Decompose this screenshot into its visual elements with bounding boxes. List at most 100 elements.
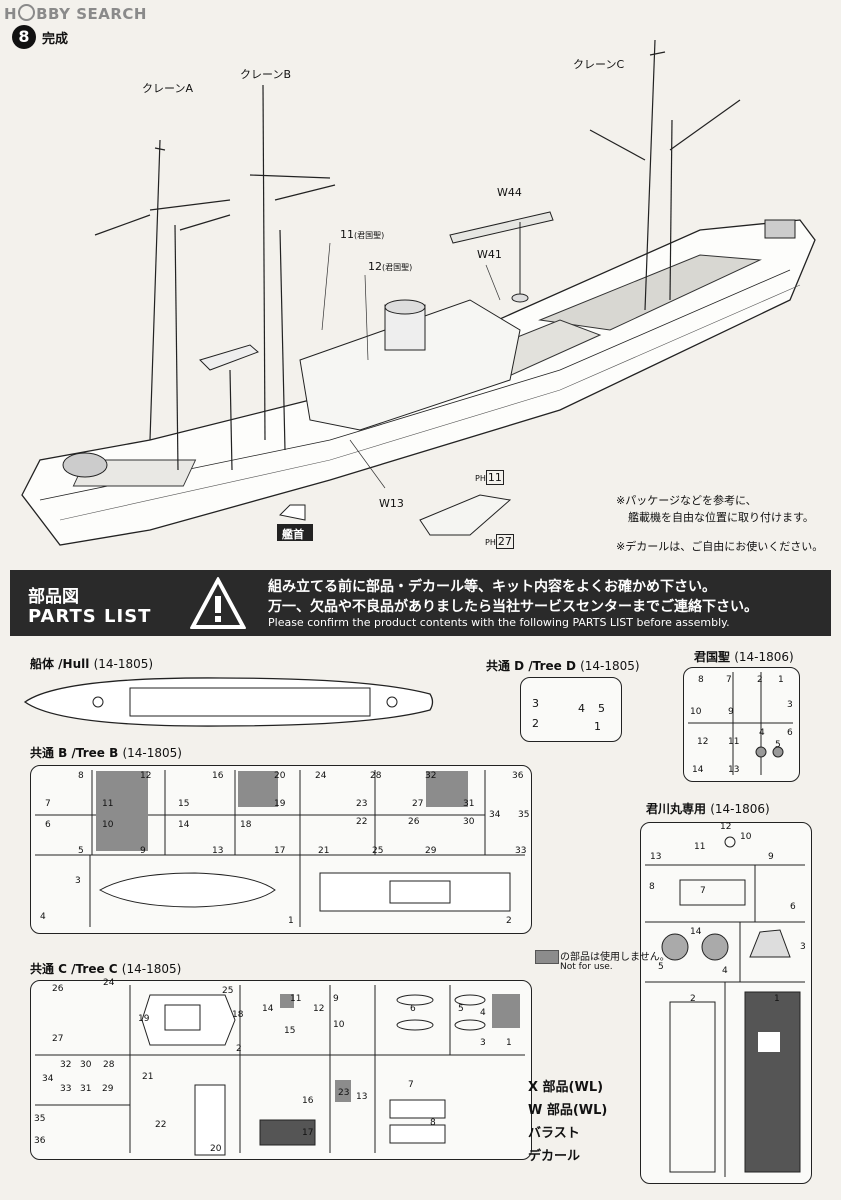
kimikawa-runner-lines [645, 836, 805, 1177]
parts-list-title-en: PARTS LIST [28, 606, 152, 627]
tree-b-num: 26 [408, 817, 420, 827]
tree-c-num: 18 [232, 1010, 244, 1020]
tree-b-num: 30 [463, 817, 475, 827]
tree-b-num: 23 [356, 799, 368, 809]
kimikawa-num: 6 [790, 902, 796, 912]
tree-b-num: 28 [370, 771, 382, 781]
tree-c-num: 32 [60, 1060, 72, 1070]
kimikawa-num: 7 [700, 886, 706, 896]
tree-b-section-title: 共通 B /Tree B (14-1805) [30, 746, 182, 760]
tree-b-num: 25 [372, 846, 384, 856]
label-part-11: 11(君国聖) [340, 228, 385, 241]
kunkuni-num: 9 [728, 707, 734, 717]
tree-b-num: 27 [412, 799, 424, 809]
tree-c-num: 4 [480, 1008, 486, 1018]
tree-c-num: 24 [103, 978, 115, 988]
kunkuni-num: 5 [775, 740, 781, 750]
tree-b-num: 17 [274, 846, 286, 856]
tree-c-num: 1 [506, 1038, 512, 1048]
tree-c-num: 19 [138, 1014, 150, 1024]
tree-c-num: 35 [34, 1114, 46, 1124]
tree-b-num: 7 [45, 799, 51, 809]
kimikawa-num: 9 [768, 852, 774, 862]
tree-b-num: 2 [506, 916, 512, 926]
kimikawa-num: 1 [774, 994, 780, 1004]
step-title: 完成 [42, 32, 69, 47]
kimikawa-num: 8 [649, 882, 655, 892]
tree-c-num: 28 [103, 1060, 115, 1070]
kunkuni-num: 12 [697, 737, 709, 747]
tree-c-num: 16 [302, 1096, 314, 1106]
tree-c-num: 9 [333, 994, 339, 1004]
extra-item-decal: デカール [528, 1149, 581, 1164]
tree-b-num: 13 [212, 846, 224, 856]
tree-b-num: 12 [140, 771, 152, 781]
parts-list-banner: 部品図 PARTS LIST 組み立てる前に部品・デカール等、キット内容をよくお… [10, 570, 831, 636]
tree-b-num: 16 [212, 771, 224, 781]
tree-b-num: 11 [102, 799, 114, 809]
label-w41: W41 [477, 248, 502, 261]
tree-b-num: 33 [515, 846, 527, 856]
kimikawa-num: 5 [658, 962, 664, 972]
tree-c-num: 8 [430, 1118, 436, 1128]
tree-c-num: 31 [80, 1084, 92, 1094]
kunkuni-num: 1 [778, 675, 784, 685]
kimikawa-num: 10 [740, 832, 752, 842]
tree-d-num: 5 [598, 702, 605, 715]
label-crane-a: クレーンA [142, 82, 193, 95]
tree-b-runner-lines [35, 770, 525, 927]
tree-c-section-title: 共通 C /Tree C (14-1805) [30, 962, 182, 976]
tree-c-num: 12 [313, 1004, 325, 1014]
extra-item-w-parts: W 部品(WL) [528, 1103, 608, 1118]
extra-item-x-parts: X 部品(WL) [528, 1080, 604, 1095]
extra-item-ballast: バラスト [528, 1126, 580, 1141]
tree-c-num: 5 [458, 1004, 464, 1014]
kunkuni-num: 4 [759, 728, 765, 738]
ship-assembly-illustration [21, 39, 816, 546]
tree-c-num: 23 [338, 1088, 350, 1098]
kimikawa-num: 12 [720, 822, 732, 832]
tree-b-num: 31 [463, 799, 475, 809]
tree-c-num: 20 [210, 1144, 222, 1154]
kimikawa-num: 3 [800, 942, 806, 952]
tree-c-num: 22 [155, 1120, 167, 1130]
kimikawa-section-title: 君川丸専用 (14-1806) [646, 802, 770, 816]
note-seaplane-1: ※パッケージなどを参考に、 [616, 494, 757, 507]
tree-b-num: 5 [78, 846, 84, 856]
tree-b-num: 29 [425, 846, 437, 856]
tree-b-num: 9 [140, 846, 146, 856]
banner-message-3: Please confirm the product contents with… [268, 616, 730, 629]
tree-c-num: 34 [42, 1074, 54, 1084]
kimikawa-num: 13 [650, 852, 662, 862]
not-for-use-swatch [535, 950, 559, 964]
kimikawa-num: 4 [722, 966, 728, 976]
kimikawa-num: 2 [690, 994, 696, 1004]
tree-b-num: 24 [315, 771, 327, 781]
tree-c-num: 36 [34, 1136, 46, 1146]
label-w44: W44 [497, 186, 522, 199]
kunkuni-num: 6 [787, 728, 793, 738]
tree-b-num: 6 [45, 820, 51, 830]
kimikawa-num: 11 [694, 842, 706, 852]
kunkuni-num: 11 [728, 737, 740, 747]
tree-d-sprue [520, 677, 622, 742]
warning-icon [190, 577, 246, 629]
kunkuni-num: 7 [726, 675, 732, 685]
label-bow: 艦首 [282, 528, 304, 541]
tree-b-num: 14 [178, 820, 190, 830]
tree-b-num: 35 [518, 810, 530, 820]
tree-b-num: 21 [318, 846, 330, 856]
tree-c-num: 30 [80, 1060, 92, 1070]
not-for-use-legend: の部品は使用しません。 [560, 952, 670, 963]
tree-b-num: 32 [425, 771, 437, 781]
tree-b-num: 34 [489, 810, 501, 820]
kunkuni-num: 8 [698, 675, 704, 685]
tree-b-num: 36 [512, 771, 524, 781]
tree-b-num: 8 [78, 771, 84, 781]
label-crane-c: クレーンC [573, 58, 625, 71]
kunkuni-num: 13 [728, 765, 740, 775]
tree-c-num: 3 [480, 1038, 486, 1048]
